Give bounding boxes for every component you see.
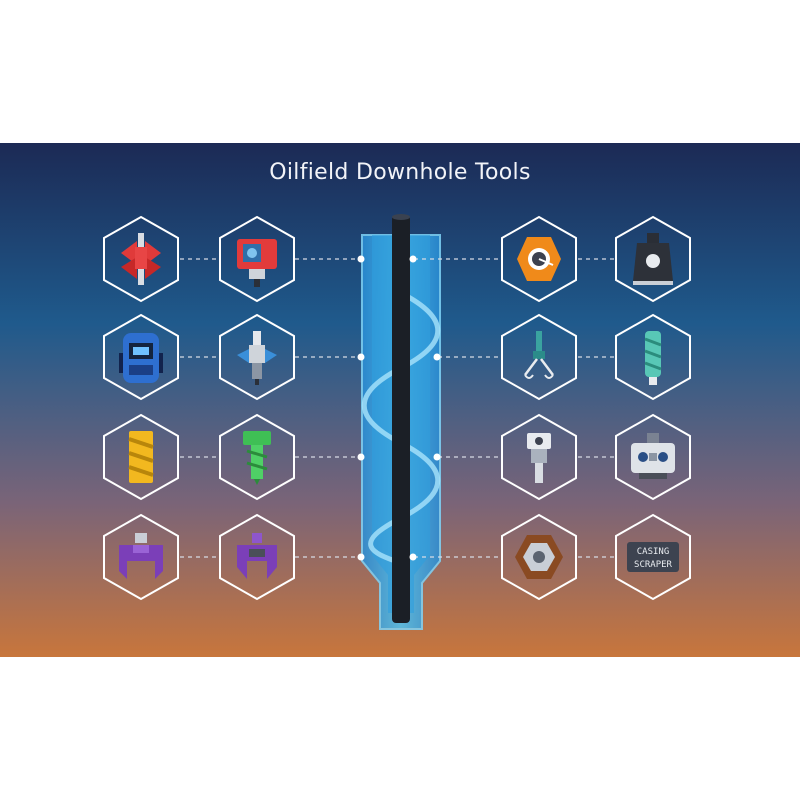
hexagon-frames (103, 215, 691, 601)
fishing-grab-icon[interactable] (119, 533, 163, 579)
infographic-canvas: CASING SCRAPER (0, 143, 800, 657)
wellbore (361, 214, 441, 630)
retrieval-hook-icon[interactable] (524, 331, 554, 379)
screw-mandrel-icon[interactable] (644, 331, 662, 385)
casing-scraper-label-line1: CASING (637, 547, 670, 557)
green-auger-icon[interactable] (243, 431, 271, 485)
connector-dots (357, 255, 441, 561)
downhole-camera-icon[interactable] (631, 433, 675, 479)
piston-plug-icon[interactable] (527, 433, 551, 483)
control-unit-icon[interactable] (237, 239, 277, 287)
drill-pipe (392, 215, 410, 623)
casing-scraper-label-line2: SCRAPER (634, 560, 673, 570)
casing-scraper-icon[interactable]: CASING SCRAPER (627, 542, 679, 572)
infographic-banner: CASING SCRAPER (0, 143, 800, 657)
valve-gauge-icon[interactable] (517, 237, 561, 281)
sensor-probe-icon[interactable] (237, 331, 277, 385)
page-title: Oilfield Downhole Tools (269, 160, 531, 185)
logging-tool-icon[interactable] (119, 333, 163, 383)
centralizer-icon[interactable] (121, 233, 161, 285)
hex-nut-icon[interactable] (515, 535, 563, 579)
overshot-grab-icon[interactable] (237, 533, 277, 579)
packer-head-icon[interactable] (633, 233, 673, 285)
spiral-drill-bit-icon[interactable] (128, 431, 154, 483)
connector-lines (180, 258, 616, 558)
